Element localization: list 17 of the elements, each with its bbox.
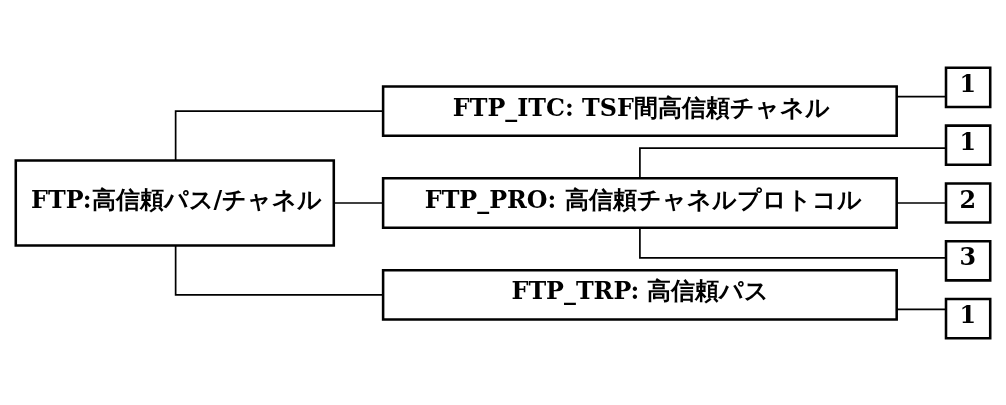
node-box: 2: [944, 181, 992, 224]
node-box: 1: [944, 297, 992, 339]
connector: [896, 201, 947, 204]
connector: [639, 146, 947, 179]
connector: [333, 201, 384, 204]
connector: [639, 226, 947, 259]
node-box: 3: [944, 239, 992, 282]
node-box: FTP_PRO: 高信頼チャネルプロトコル: [381, 176, 898, 229]
connector: [896, 307, 947, 310]
node-box: 1: [944, 66, 992, 108]
connector: [896, 95, 947, 98]
node-box: FTP:高信頼パス/チャネル: [14, 158, 336, 247]
node-box: 1: [944, 123, 992, 166]
connector: [174, 109, 384, 161]
connector: [174, 244, 384, 296]
node-box: FTP_TRP: 高信頼パス: [381, 268, 898, 321]
node-box: FTP_ITC: TSF間高信頼チャネル: [381, 84, 898, 137]
